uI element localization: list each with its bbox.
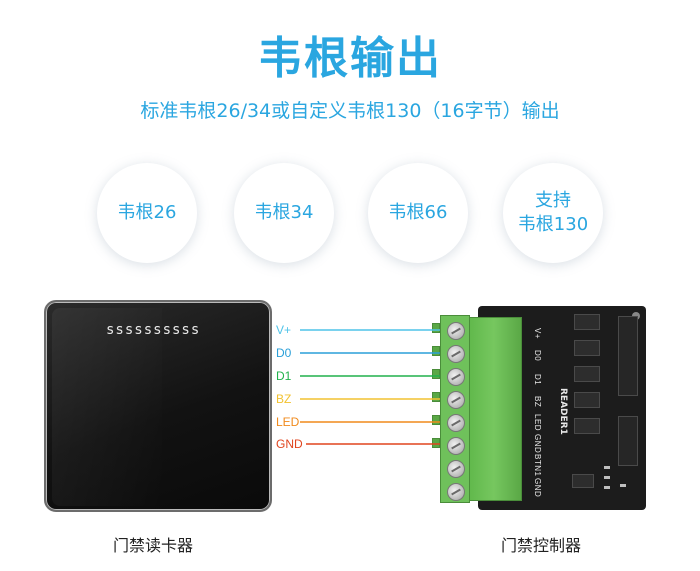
screw-icon <box>447 322 465 340</box>
terminal-notch <box>432 323 440 333</box>
wire-label-d1: D1 <box>276 369 292 383</box>
wire-label-led: LED <box>276 415 300 429</box>
reader-caption: 门禁读卡器 <box>113 536 194 555</box>
terminal-notch <box>432 369 440 379</box>
screw-icon <box>447 460 465 478</box>
screw-icon <box>447 437 465 455</box>
wire-label-bz: BZ <box>276 392 292 406</box>
board-chip <box>574 392 600 408</box>
format-circle-wiegand26: 韦根26 <box>97 163 197 263</box>
page-title: 韦根输出 <box>258 33 442 84</box>
terminal-notch <box>432 392 440 402</box>
board-chip <box>574 314 600 330</box>
board-pad <box>620 484 626 487</box>
wire-label-gnd: GND <box>276 437 303 451</box>
format-label-line1: 支持 <box>535 190 571 211</box>
board-pad <box>604 486 610 489</box>
terminal-screw-strip <box>440 315 470 503</box>
format-label: 韦根66 <box>388 202 448 223</box>
board-header <box>618 316 638 396</box>
screw-icon <box>447 368 465 386</box>
terminal-body <box>466 317 522 501</box>
screw-icon <box>447 391 465 409</box>
screw-terminal <box>432 315 522 503</box>
board-chip <box>572 474 594 488</box>
format-circle-wiegand34: 韦根34 <box>234 163 334 263</box>
screw-icon <box>447 483 465 501</box>
format-label: 韦根26 <box>117 202 177 223</box>
board-header <box>618 416 638 466</box>
screw-icon <box>447 414 465 432</box>
format-circle-wiegand66: 韦根66 <box>368 163 468 263</box>
page-subtitle: 标准韦根26/34或自定义韦根130（16字节）输出 <box>140 100 560 122</box>
format-circle-wiegand130: 支持 韦根130 <box>503 163 603 263</box>
board-chip <box>574 366 600 382</box>
terminal-notch <box>432 346 440 356</box>
format-circles: 韦根26 韦根34 韦根66 支持 韦根130 <box>0 163 700 263</box>
board-pad <box>604 466 610 469</box>
terminal-notch <box>432 438 440 448</box>
board-chip <box>574 340 600 356</box>
format-label-line2: 韦根130 <box>517 214 589 235</box>
board-chip <box>574 418 600 434</box>
board-pad <box>604 476 610 479</box>
wire-label-vplus: V+ <box>276 323 292 337</box>
card-reader-device: ssssssssss <box>44 300 272 512</box>
format-label: 韦根34 <box>254 202 314 223</box>
wire-label-d0: D0 <box>276 346 292 360</box>
screw-icon <box>447 345 465 363</box>
reader-wave-marks: ssssssssss <box>106 322 201 338</box>
controller-caption: 门禁控制器 <box>501 536 582 555</box>
terminal-notch <box>432 415 440 425</box>
reader-glare <box>52 308 162 506</box>
